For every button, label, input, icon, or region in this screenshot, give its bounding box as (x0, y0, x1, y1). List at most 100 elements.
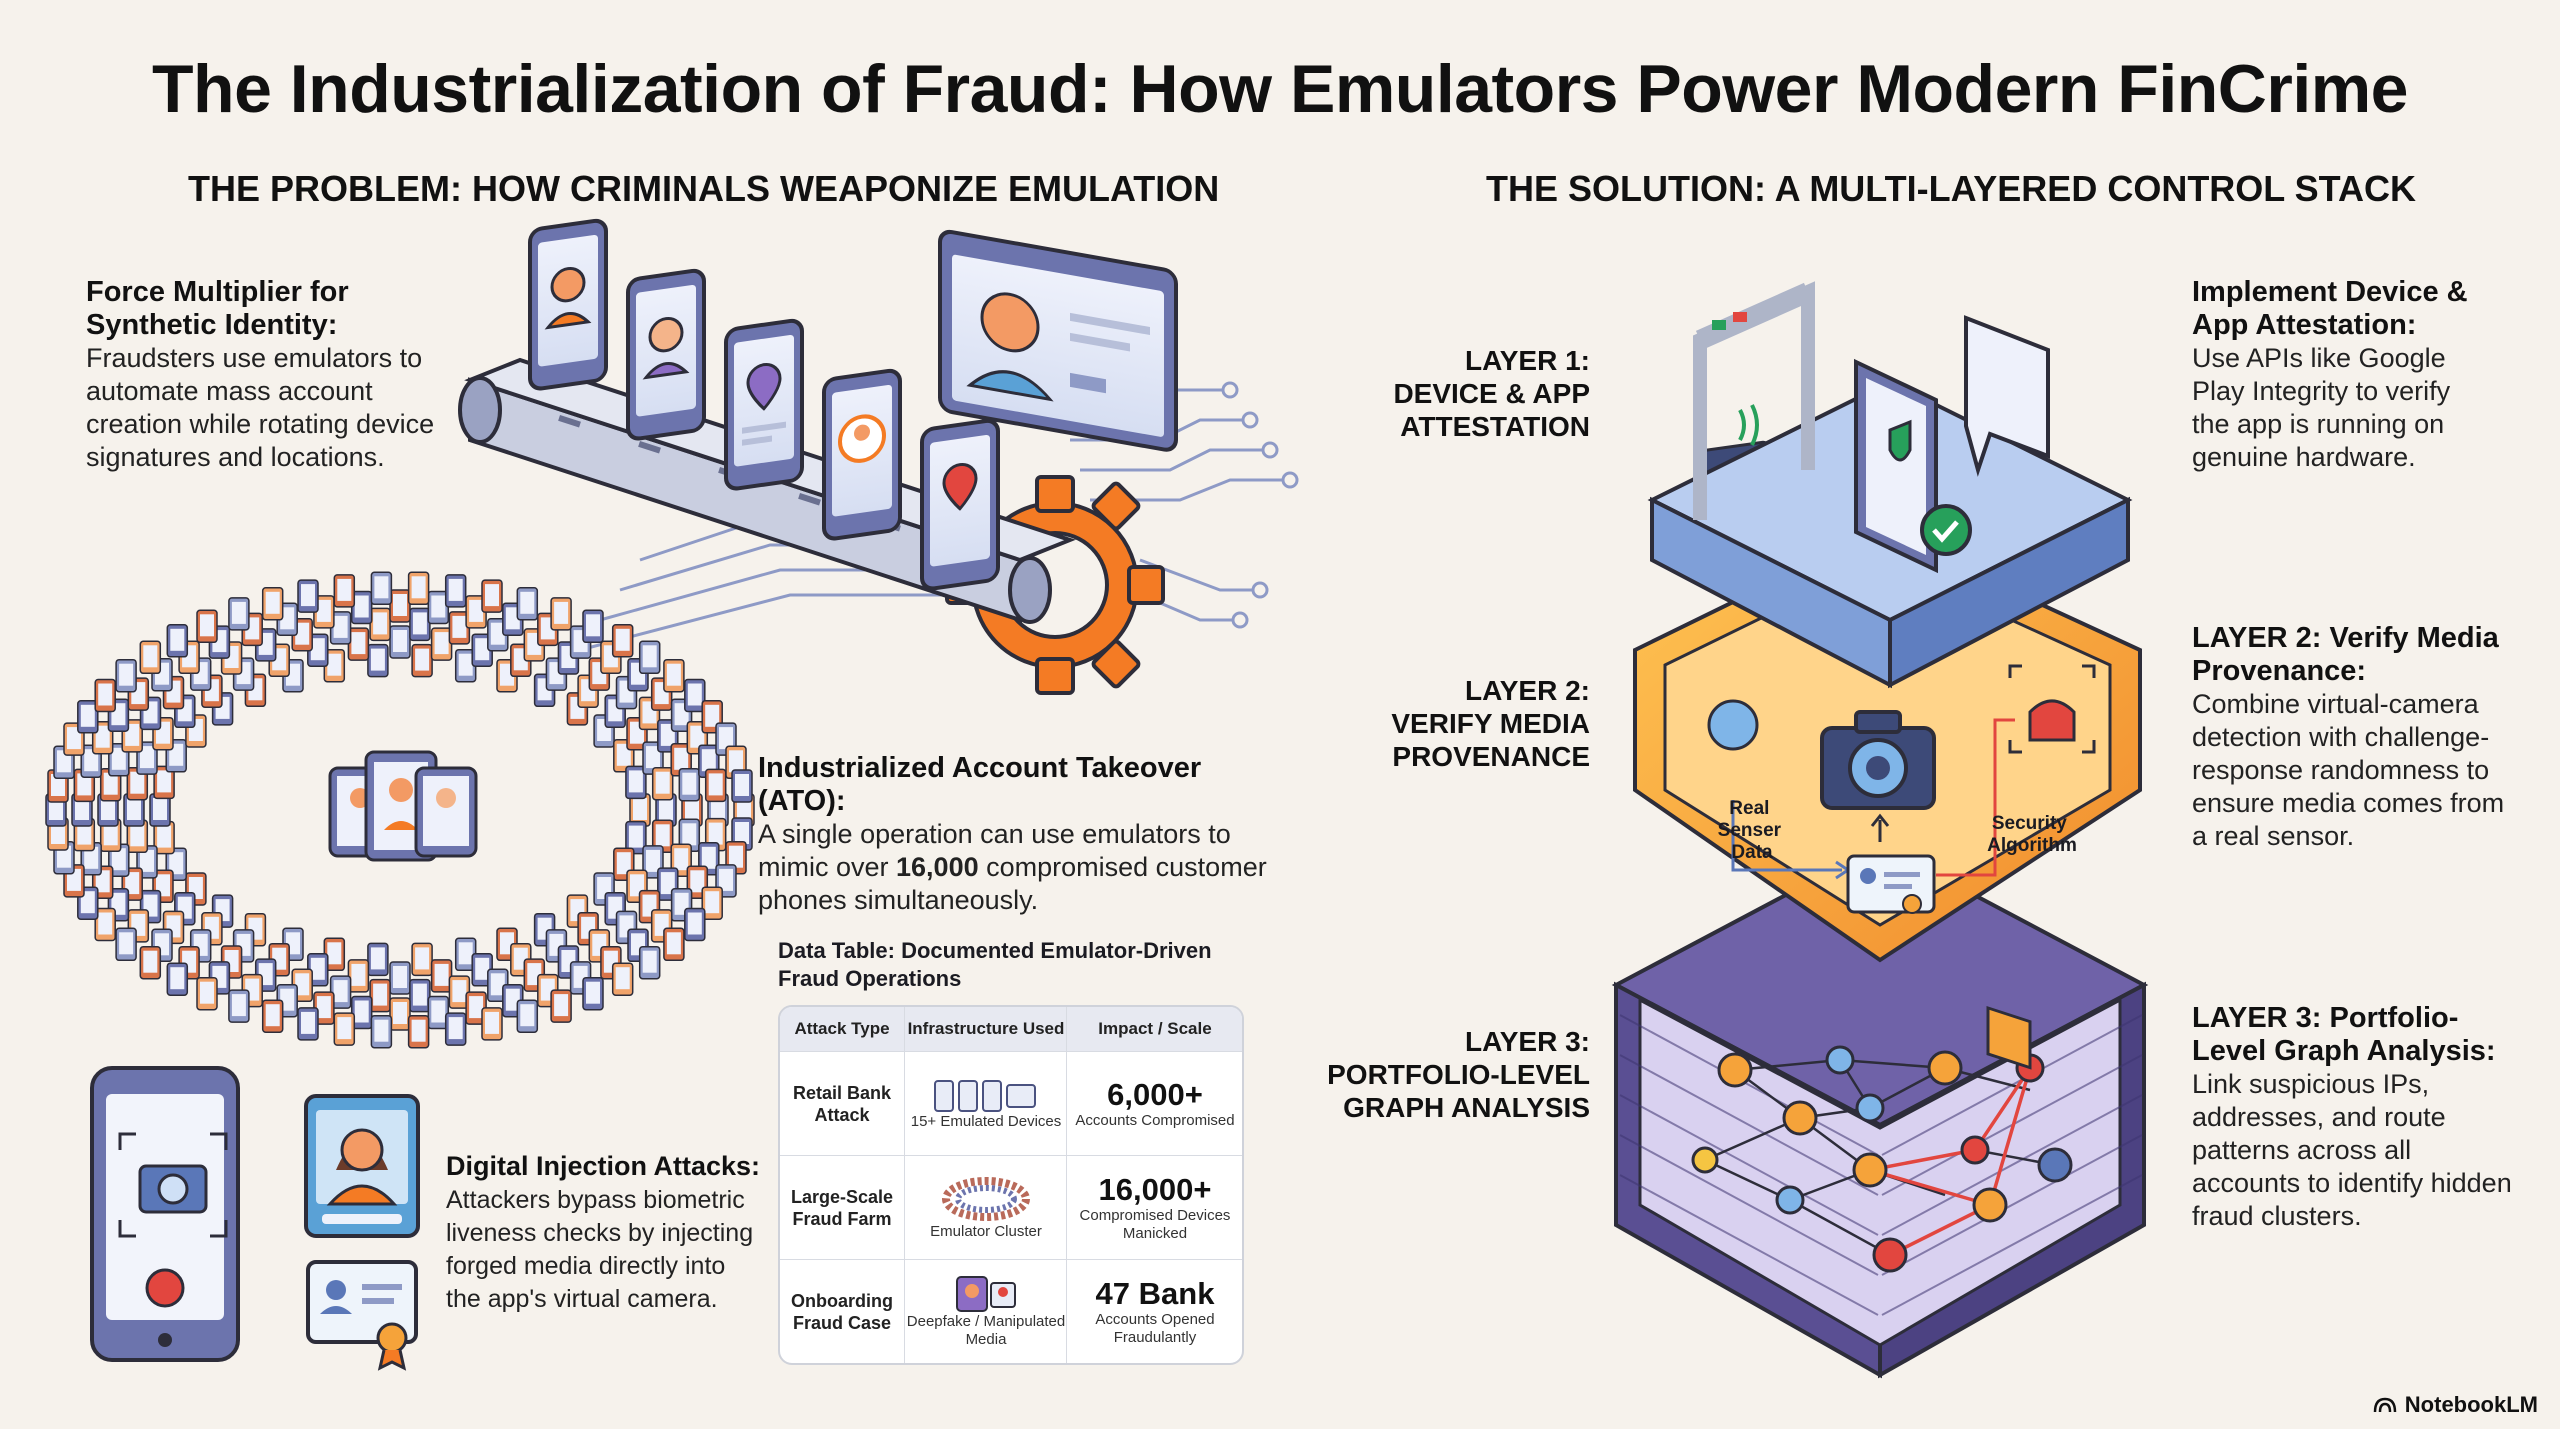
ring-phone-screen (140, 849, 154, 872)
belt-phone-5 (920, 418, 1000, 591)
ring-phone-screen (295, 622, 310, 645)
table-header-row: Attack Type Infrastructure Used Impact /… (780, 1007, 1242, 1051)
ring-phone-screen (393, 966, 407, 988)
ring-phone-screen (373, 983, 388, 1006)
sensor-label-line-1: Real (1729, 798, 1769, 819)
ring-phone-screen (354, 1000, 369, 1023)
layer-3-right-title: LAYER 3: Portfolio-Level Graph Analysis: (2192, 1002, 2496, 1067)
ring-phone-screen (411, 1019, 426, 1042)
ring-phone-screen (119, 663, 134, 686)
synthetic-identity-block: Force Multiplier for Synthetic Identity:… (86, 276, 456, 474)
ring-phone-screen (674, 848, 689, 871)
synthetic-identity-title: Force Multiplier for Synthetic Identity: (86, 276, 349, 341)
row-attack: Retail Bank Attack (792, 1083, 892, 1125)
ring-phone-screen (354, 595, 369, 618)
ring-phone-screen (111, 848, 126, 871)
ring-phone-screen (490, 973, 505, 996)
ring-phone-screen (95, 725, 110, 748)
ring-phone-screen (310, 638, 325, 661)
ring-phone-screen (373, 612, 388, 635)
ring-phone-screen (520, 591, 535, 614)
ring-phone-screen (119, 932, 134, 955)
ring-phone-screen (434, 963, 449, 986)
ring-phone-screen (157, 825, 172, 848)
sensor-label: Real Senser Data (1718, 798, 1787, 863)
injection-block: Digital Injection Attacks: Attackers byp… (446, 1150, 766, 1315)
ring-phone-screen (554, 601, 569, 624)
algorithm-label: Security Algorithm (1987, 813, 2077, 856)
ring-phone-screen (412, 983, 427, 1006)
row-impact-label: Compromised Devices Manicked (1079, 1207, 1231, 1242)
ring-phone-screen (701, 846, 716, 869)
notebooklm-logo-icon (2373, 1397, 2397, 1413)
ring-phone-screen (628, 825, 643, 848)
ring-phone-screen (80, 891, 95, 914)
ring-phone-screen (84, 846, 99, 869)
ring-phone-screen (719, 727, 733, 750)
problem-heading: THE PROBLEM: HOW CRIMINALS WEAPONIZE EMU… (188, 168, 1220, 209)
ring-phone-screen (49, 798, 63, 820)
ring-phone-screen (708, 822, 723, 845)
row-impact-value: 16,000+ (1098, 1172, 1212, 1207)
belt-phone-1 (528, 218, 608, 391)
ring-phone-screen (708, 773, 723, 796)
ring-phone-screen (98, 912, 113, 935)
ring-phone-screen (505, 607, 520, 630)
ring-phone-screen (310, 957, 325, 980)
ring-phone-screen (452, 615, 467, 638)
injection-title: Digital Injection Attacks: (446, 1151, 761, 1181)
layer-2-left-label: LAYER 2: VERIFY MEDIA PROVENANCE (1391, 675, 1590, 772)
ring-phone-screen (458, 653, 473, 676)
solution-heading: THE SOLUTION: A MULTI-LAYERED CONTROL ST… (1486, 168, 2416, 209)
layer-2-right-title: LAYER 2: Verify Media Provenance: (2192, 622, 2499, 687)
ring-phone-screen (690, 725, 705, 748)
ring-phone-screen (231, 994, 246, 1017)
ring-phone-screen (337, 1017, 352, 1040)
ring-phone-screen (729, 750, 743, 773)
belt-phone-4 (822, 368, 902, 541)
deepfake-media-icon (956, 1276, 1016, 1312)
ring-phone-screen (448, 1017, 463, 1040)
ring-phone-screen (485, 584, 499, 607)
fraud-operations-table: Attack Type Infrastructure Used Impact /… (778, 1005, 1244, 1365)
row-attack: Onboarding Fraud Case (791, 1291, 893, 1333)
page-title: The Industrialization of Fraud: How Emul… (152, 51, 2409, 127)
ring-phone-screen (130, 824, 145, 847)
ring-phone-screen (411, 576, 426, 599)
ring-phone-screen (316, 599, 331, 622)
ring-phone-screen (393, 594, 407, 616)
brand-name: NotebookLM (2404, 1392, 2538, 1417)
algorithm-label-line-1: Security (1992, 813, 2067, 834)
ring-phone-screen (452, 980, 467, 1003)
ring-phone-screen (77, 773, 92, 796)
emulated-devices-icon (934, 1080, 1036, 1112)
ring-phone-screen (393, 1002, 407, 1024)
ring-phone-screen (458, 942, 473, 965)
table-row: Large-Scale Fraud Farm Emulator Cluster … (780, 1155, 1242, 1260)
ring-phone-screen (412, 612, 427, 635)
ring-phone-screen (655, 771, 670, 794)
emulator-ring-phones (45, 571, 755, 1049)
ring-phone-screen (642, 645, 657, 668)
ring-phone-screen (140, 746, 154, 769)
sensor-label-line-3: Data (1731, 842, 1773, 863)
ring-phone-screen (67, 727, 81, 750)
row-impact-label: Accounts Opened Fraudulantly (1095, 1311, 1215, 1346)
table-row: Retail Bank Attack 15+ Emulated Devices … (780, 1051, 1242, 1156)
ring-phone-screen (157, 770, 172, 793)
ring-phone-screen (231, 601, 246, 624)
row-attack: Large-Scale Fraud Farm (790, 1187, 894, 1229)
ring-phone-screen (143, 645, 158, 668)
ring-phone-screen (719, 868, 733, 891)
ring-phone-screen (485, 1011, 499, 1034)
ring-phone-screen (333, 980, 348, 1003)
ring-phone-screen (586, 614, 600, 637)
ring-phone-screen (103, 823, 118, 846)
ring-phone-screen (674, 747, 689, 770)
ring-phone-screen (98, 683, 113, 706)
ring-phone-screen (84, 749, 99, 772)
ring-phone-screen (505, 988, 520, 1011)
header-infrastructure: Infrastructure Used (904, 1007, 1067, 1051)
sensor-label-line-2: Senser (1718, 820, 1782, 841)
